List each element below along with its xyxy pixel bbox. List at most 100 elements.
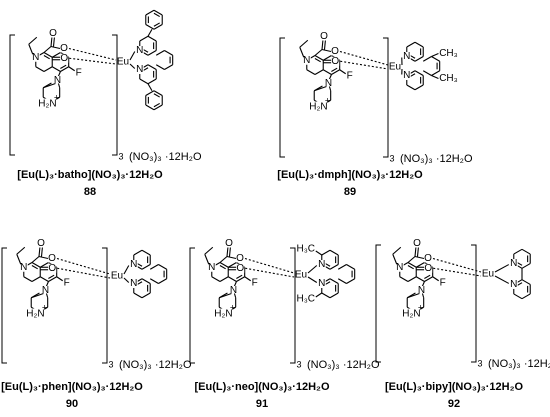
bond [414, 70, 424, 76]
bond [31, 276, 41, 282]
right-bracket [102, 247, 108, 364]
bond [141, 278, 151, 284]
double-bond [153, 22, 160, 27]
bond [329, 249, 339, 256]
label-background [395, 262, 404, 272]
fluoro-bond [432, 276, 439, 282]
piperazine-bond [57, 83, 61, 88]
carboxyl-bond [321, 48, 332, 53]
bond [227, 262, 237, 268]
bond [147, 35, 157, 42]
bond [164, 50, 173, 56]
coordination-arrow [494, 264, 510, 273]
coordination-arrow [123, 277, 130, 283]
double-bond [424, 274, 431, 280]
label-background [302, 55, 311, 65]
bond [141, 292, 151, 299]
bracket-subscript: 3 [108, 359, 113, 369]
coordination-bond [433, 267, 482, 277]
bond [329, 292, 339, 299]
charge-plus: + [230, 302, 235, 312]
label-background [207, 262, 216, 272]
ethyl-bond [16, 254, 22, 265]
carboxyl-bond [38, 246, 41, 257]
label-background [320, 32, 328, 41]
fluorine-atom: F [347, 70, 353, 81]
bond [153, 104, 163, 111]
carboxyl-bond [414, 246, 417, 257]
label-background [236, 263, 245, 273]
oxygen-atom: O [236, 253, 244, 264]
counterion: (NO₃)₃ ·12H₂O [129, 151, 202, 163]
nitrogen-atom: N [403, 51, 410, 62]
coordination-arrow [307, 265, 318, 274]
label-background [225, 239, 233, 248]
ethyl-bond [28, 44, 34, 55]
label-background [49, 29, 57, 38]
nitrogen-atom: N [318, 278, 325, 289]
bond [219, 276, 229, 282]
bond [155, 50, 165, 56]
label-background [60, 53, 69, 63]
bond [48, 276, 57, 282]
counterion: (NO₃)₃ ·12H₂O [488, 358, 550, 370]
carboxyl-bond [226, 255, 237, 260]
bond [141, 249, 151, 256]
nitrogen-atom: N [325, 78, 332, 89]
nitrogen-atom: N [403, 70, 410, 81]
carboxyl-bond [219, 256, 228, 263]
coordination-arrow [307, 276, 318, 283]
coordination-arrow [129, 51, 136, 61]
label-background [48, 254, 56, 263]
bond [236, 276, 245, 282]
nitrogen-atom: N [396, 262, 403, 273]
bond [346, 278, 355, 284]
fluorine-atom: F [64, 277, 70, 288]
bond [314, 55, 324, 61]
label-background [19, 262, 28, 272]
nitrogen-atom: N [32, 52, 39, 63]
bond [424, 276, 433, 282]
coordination-bond [244, 257, 295, 274]
bond [431, 70, 440, 76]
bond [414, 84, 424, 91]
ethyl-bond [204, 254, 210, 265]
bond [521, 263, 531, 269]
complex-formula: [Eu(L)₃·neo](NO₃)₃·12H₂O [194, 381, 329, 393]
bond [306, 69, 316, 75]
oxygen-atom: O [60, 53, 68, 64]
label-background [311, 101, 328, 111]
bond [153, 90, 163, 96]
bond [51, 66, 61, 72]
bond [149, 278, 159, 284]
bond [60, 66, 69, 72]
bond [431, 56, 440, 62]
nitrogen-atom: N [42, 285, 49, 296]
left-bracket [1, 247, 7, 364]
nitrogen-atom: N [303, 55, 310, 66]
ammonium-group: H₂N [214, 309, 232, 320]
piperazine-bond [219, 292, 232, 299]
ammonium-group: H₂N [309, 102, 327, 113]
carboxyl-bond [50, 45, 61, 50]
bond [31, 262, 41, 268]
bond [337, 264, 347, 270]
carboxyl-bond [40, 246, 44, 257]
oxygen-atom: O [60, 43, 68, 54]
oxygen-atom: O [37, 238, 45, 249]
carboxyl-bond [31, 256, 40, 263]
double-bond [48, 274, 55, 280]
label-background [317, 279, 326, 288]
bond [227, 276, 237, 282]
fluoro-bond [244, 276, 251, 282]
bond [414, 41, 424, 48]
label-background [413, 239, 421, 248]
nitrogen-atom: N [20, 262, 27, 273]
bond [415, 276, 425, 282]
methyl-bond [315, 292, 323, 298]
label-background [129, 279, 138, 288]
bond [133, 292, 143, 299]
double-bond [236, 274, 243, 280]
coordination-bond [340, 60, 389, 70]
